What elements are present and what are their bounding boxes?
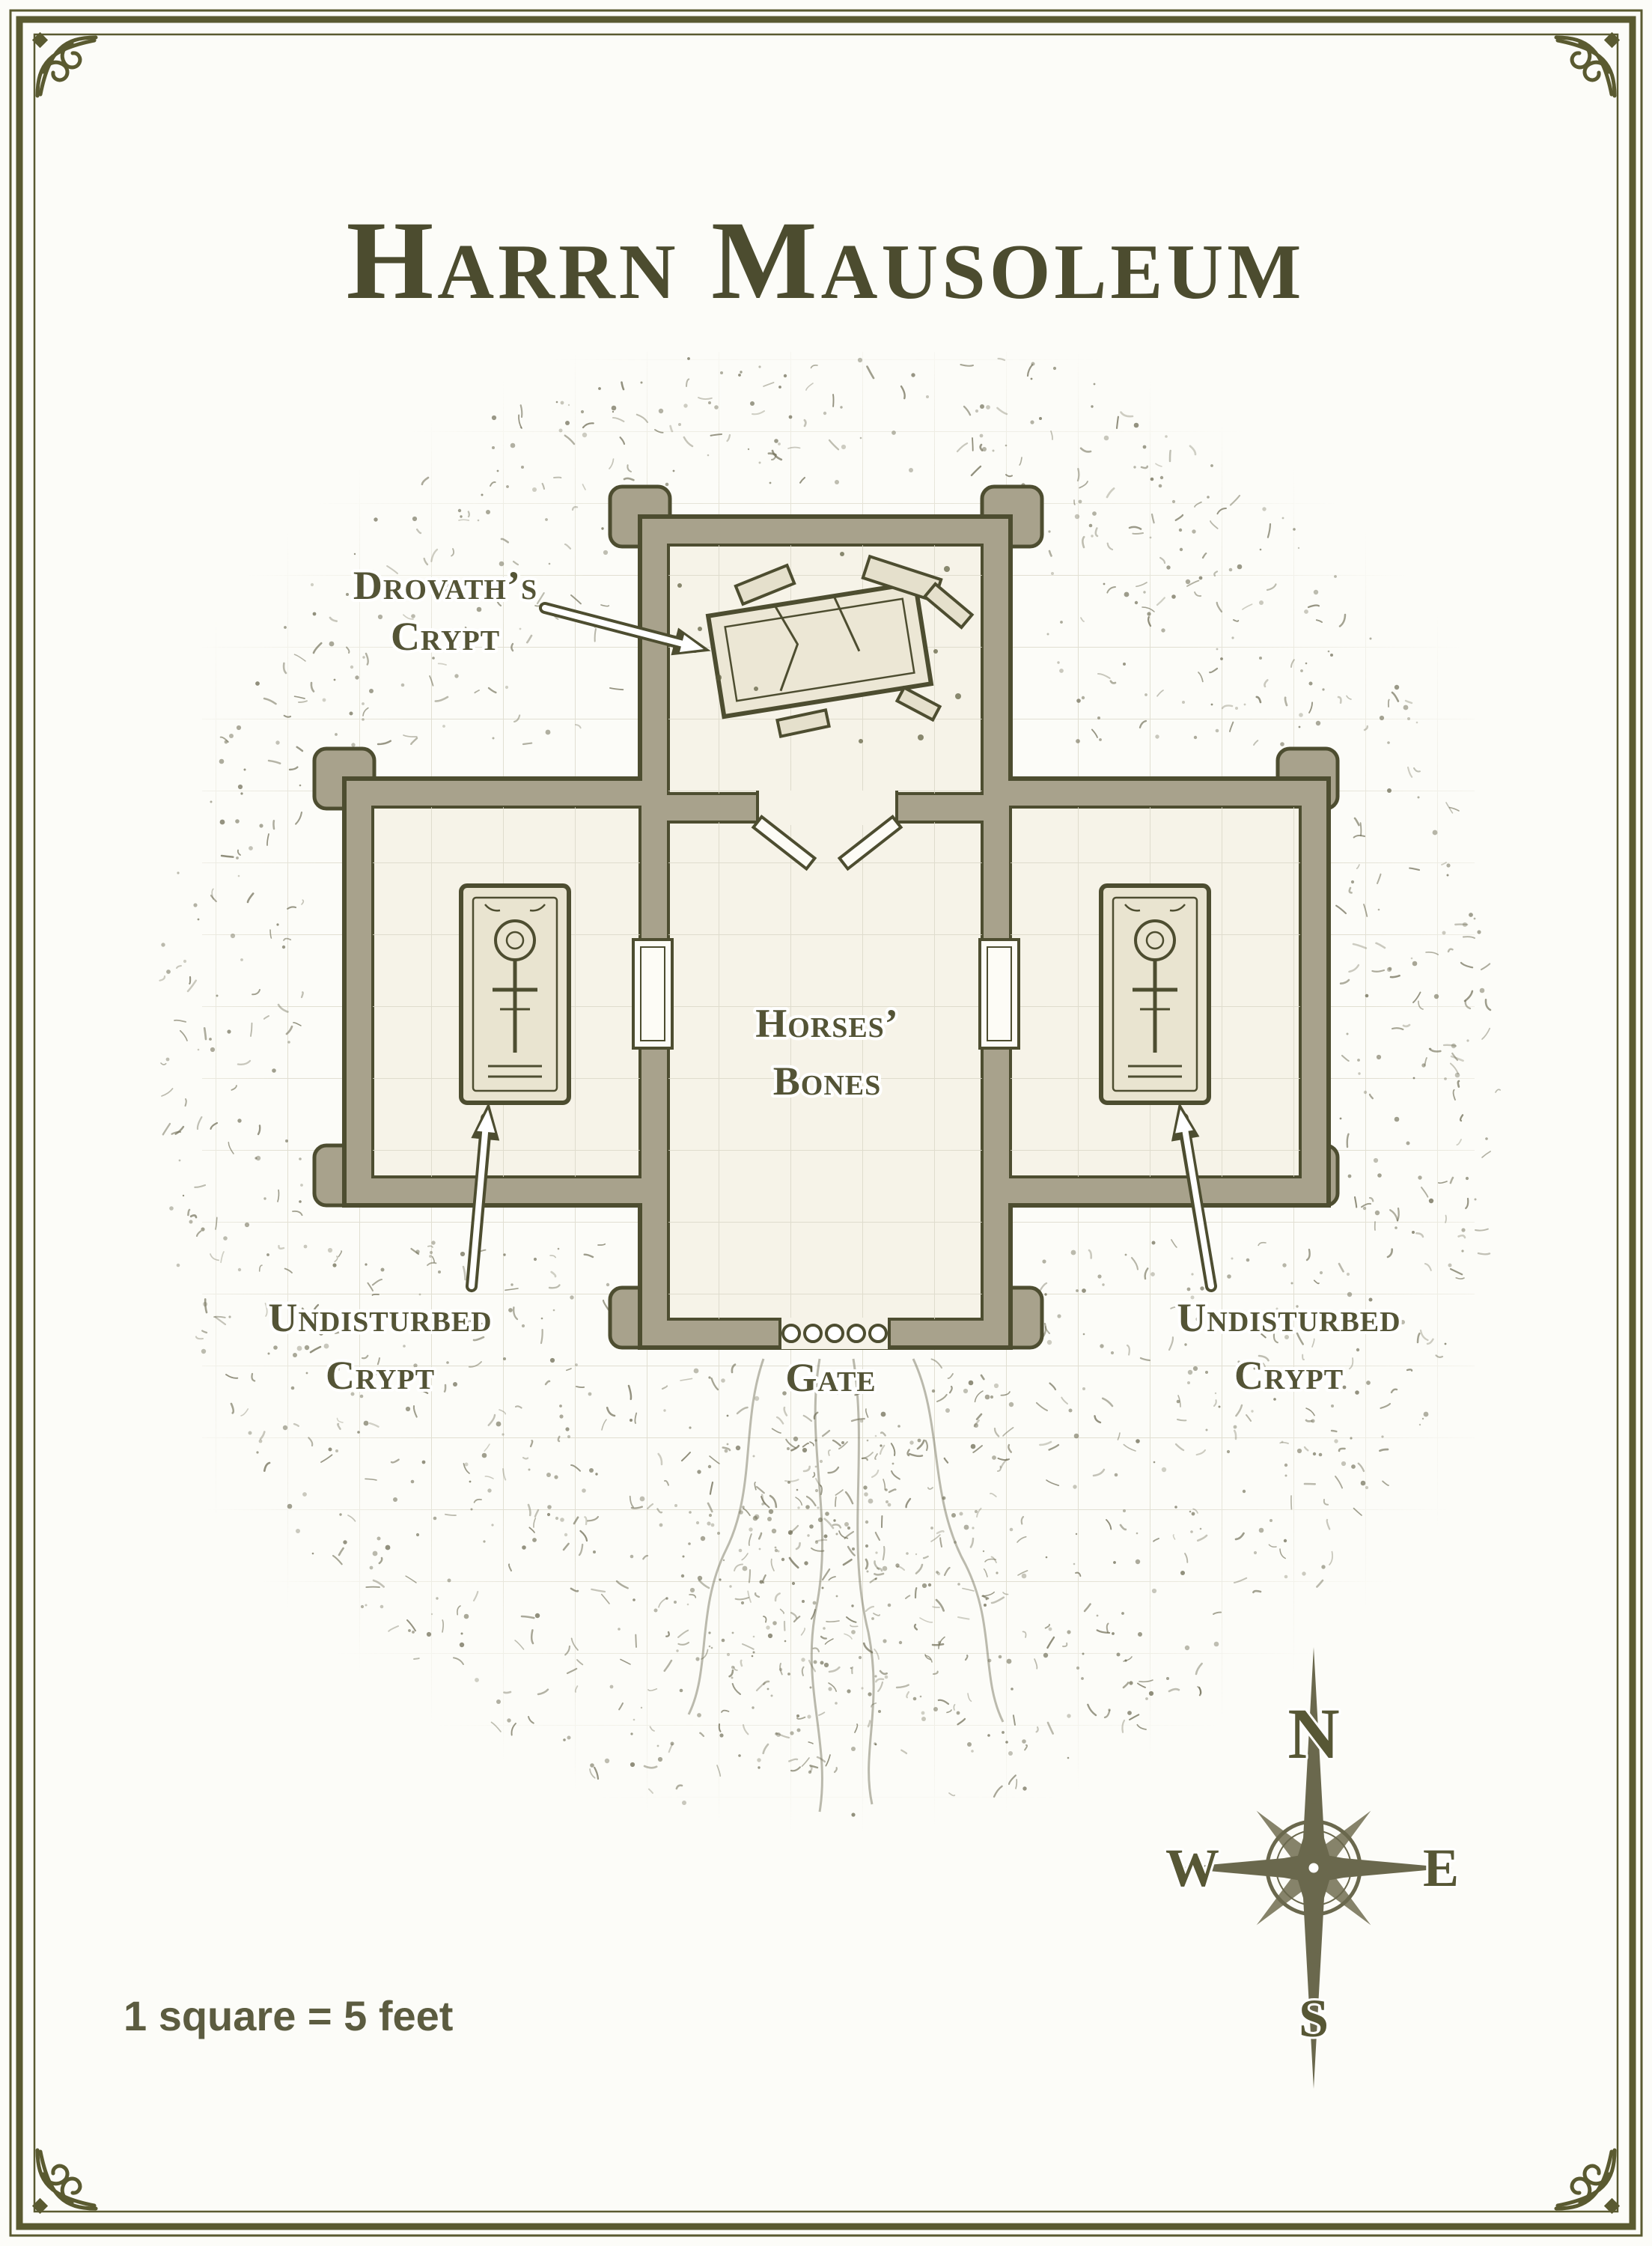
compass-north-label: N bbox=[1287, 1693, 1339, 1774]
drovaths-crypt-label-line1: Drovath’s bbox=[353, 563, 537, 608]
west-door bbox=[632, 938, 674, 1050]
west-crypt-label-line2: Crypt bbox=[326, 1353, 435, 1398]
west-crypt-label-line1: Undisturbed bbox=[268, 1295, 492, 1340]
floor-grid bbox=[373, 545, 1300, 1319]
page-title: Harrn Mausoleum bbox=[347, 198, 1305, 323]
drovaths-crypt-ruins bbox=[677, 552, 975, 743]
map-labels: Drovath’s Crypt Horses’ Bones Undisturbe… bbox=[265, 560, 1403, 1403]
mausoleum-building bbox=[312, 484, 1340, 1350]
gate-label: Gate bbox=[785, 1355, 876, 1400]
east-door bbox=[978, 938, 1020, 1050]
horses-bones-label-line2: Bones bbox=[773, 1059, 882, 1104]
callout-arrows bbox=[466, 602, 1217, 1292]
east-crypt-label-line2: Crypt bbox=[1234, 1353, 1344, 1398]
door-leaf-west bbox=[751, 815, 817, 871]
drovaths-crypt-arrow bbox=[539, 602, 711, 656]
east-crypt-arrow bbox=[1171, 1102, 1217, 1292]
west-crypt-arrow bbox=[466, 1102, 500, 1292]
gate bbox=[778, 1318, 891, 1349]
horses-bones-label-line1: Horses’ bbox=[755, 1001, 899, 1046]
east-crypt-label-line1: Undisturbed bbox=[1177, 1295, 1400, 1340]
compass-rose: N S W E bbox=[1163, 1647, 1461, 2089]
compass-south-label: S bbox=[1299, 1988, 1329, 2048]
sarcophagus-east bbox=[1101, 886, 1209, 1103]
compass-west-label: W bbox=[1165, 1838, 1219, 1898]
tree-branches bbox=[687, 1358, 1005, 1813]
door-leaf-east bbox=[837, 815, 903, 871]
drovaths-crypt-label-line2: Crypt bbox=[391, 614, 500, 659]
decorative-border bbox=[9, 9, 1643, 2237]
scale-note: 1 square = 5 feet bbox=[124, 1992, 453, 2039]
double-door bbox=[751, 791, 903, 871]
background-texture bbox=[159, 357, 1502, 1817]
sarcophagus-west bbox=[461, 886, 569, 1103]
compass-east-label: E bbox=[1423, 1838, 1459, 1898]
